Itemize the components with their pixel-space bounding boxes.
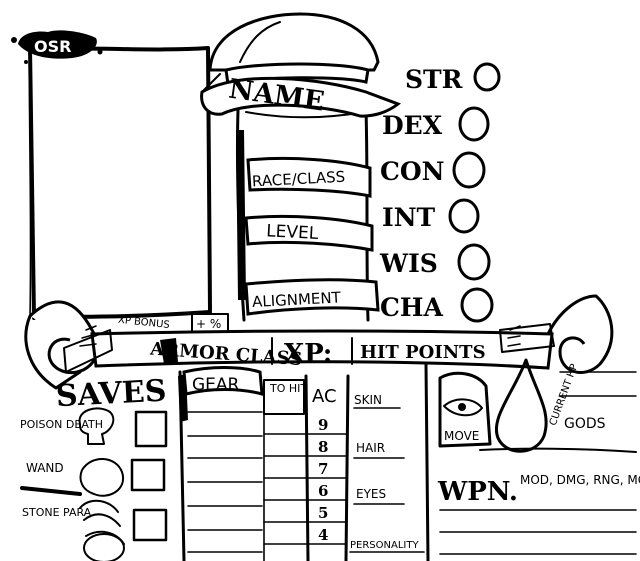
- eye-icon: [443, 398, 483, 417]
- save-poison-death-box[interactable]: [134, 410, 168, 448]
- detail-personality[interactable]: PERSONALITY: [349, 540, 425, 553]
- ability-wis-label: WIS: [379, 249, 438, 278]
- detail-eyes-label: EYES: [356, 487, 386, 501]
- ability-wis-circle[interactable]: [457, 243, 491, 281]
- detail-personality-label: PERSONALITY: [350, 540, 419, 551]
- ac-value-8: 8: [318, 438, 328, 456]
- ac-value-4: 4: [318, 526, 328, 544]
- saves-title: SAVES: [55, 374, 167, 415]
- blood-drop-icon: [495, 358, 548, 453]
- name-banner[interactable]: NAME: [200, 73, 402, 118]
- ability-con-label: CON: [380, 157, 445, 186]
- xp-bonus-label: XP BONUS: [117, 315, 170, 331]
- ac-value-5: 5: [318, 504, 328, 522]
- xp-bonus[interactable]: XP BONUS + %: [117, 313, 229, 333]
- ability-str[interactable]: STR: [405, 62, 501, 94]
- xp-label: XP:: [284, 339, 332, 369]
- weapon-lines[interactable]: [439, 509, 637, 555]
- detail-hair-label: HAIR: [356, 441, 385, 455]
- save-poison-death[interactable]: POISON DEATH: [20, 407, 168, 448]
- ac-header: AC: [312, 386, 337, 407]
- osr-logo: OSR: [11, 30, 103, 64]
- level-label: LEVEL: [266, 221, 320, 244]
- ac-value-9: 9: [318, 416, 328, 434]
- ability-cha-circle[interactable]: [460, 287, 494, 323]
- move-label: MOVE: [444, 429, 479, 443]
- osr-text: OSR: [34, 37, 71, 56]
- save-stone-para-box[interactable]: [132, 508, 168, 542]
- ability-cha[interactable]: CHA: [380, 287, 494, 323]
- ability-int-circle[interactable]: [448, 198, 480, 234]
- detail-skin-label: SKIN: [354, 393, 382, 407]
- detail-skin[interactable]: SKIN: [353, 393, 401, 409]
- ability-wis[interactable]: WIS: [379, 243, 491, 281]
- wand-icon: [20, 486, 82, 496]
- status-section: MOVE CURRENT HP GODS: [438, 358, 637, 453]
- ability-str-label: STR: [405, 65, 463, 94]
- weapons-columns: MOD, DMG, RNG, MGC.: [520, 473, 640, 487]
- ac-value-7: 7: [318, 460, 328, 478]
- cloud-icon: [79, 458, 125, 497]
- ability-int-label: INT: [382, 203, 436, 232]
- saves-section: SAVES POISON DEATH WAND STONE PARA: [20, 370, 188, 561]
- alignment-label: ALIGNMENT: [252, 288, 342, 311]
- save-wand-box[interactable]: [130, 458, 166, 492]
- ability-dex[interactable]: DEX: [382, 106, 490, 142]
- ability-int[interactable]: INT: [382, 198, 480, 234]
- weapons-section[interactable]: WPN. MOD, DMG, RNG, MGC.: [437, 473, 640, 555]
- gear-title: GEAR: [192, 375, 240, 395]
- skull-icon: [78, 407, 115, 445]
- race-class-band[interactable]: RACE/CLASS: [246, 156, 372, 198]
- weapons-title: WPN.: [437, 477, 518, 507]
- xp-bonus-value: + %: [196, 317, 221, 331]
- detail-hair[interactable]: HAIR: [353, 441, 405, 459]
- hit-points-label: HIT POINTS: [360, 342, 486, 363]
- ability-dex-label: DEX: [382, 111, 443, 140]
- save-stone-para-label: STONE PARA: [22, 506, 92, 519]
- attack-table[interactable]: TO HIT AC 9 8 7 6 5 4: [263, 374, 350, 561]
- stats-banner: ARMOR CLASS XP: HIT POINTS: [24, 294, 614, 390]
- portrait-box[interactable]: [28, 46, 212, 320]
- gear-lines[interactable]: [187, 411, 263, 553]
- ghost-icon: [83, 533, 125, 561]
- details-section: SKIN HAIR EYES PERSONALITY: [349, 362, 430, 561]
- ability-scores: STR DEX CON INT WIS CHA: [379, 62, 501, 323]
- save-wand[interactable]: WAND: [20, 458, 166, 497]
- ability-dex-circle[interactable]: [458, 106, 490, 142]
- ac-value-6: 6: [318, 482, 328, 500]
- save-poison-death-label: POISON DEATH: [20, 418, 103, 431]
- ability-con-circle[interactable]: [452, 151, 486, 189]
- gear-section[interactable]: GEAR: [182, 366, 264, 553]
- move-box[interactable]: MOVE: [438, 371, 492, 448]
- gods-label: GODS: [564, 416, 606, 432]
- ability-cha-label: CHA: [380, 293, 444, 322]
- save-stone-para[interactable]: STONE PARA: [22, 499, 168, 561]
- current-hp-drop[interactable]: CURRENT HP: [495, 358, 580, 453]
- ability-str-circle[interactable]: [473, 62, 501, 92]
- save-wand-label: WAND: [26, 461, 64, 475]
- to-hit-header: TO HIT: [269, 382, 307, 395]
- race-class-label: RACE/CLASS: [252, 168, 346, 191]
- level-band[interactable]: LEVEL: [244, 214, 374, 252]
- ability-con[interactable]: CON: [380, 151, 486, 189]
- alignment-band[interactable]: ALIGNMENT: [244, 278, 380, 316]
- detail-eyes[interactable]: EYES: [353, 487, 405, 505]
